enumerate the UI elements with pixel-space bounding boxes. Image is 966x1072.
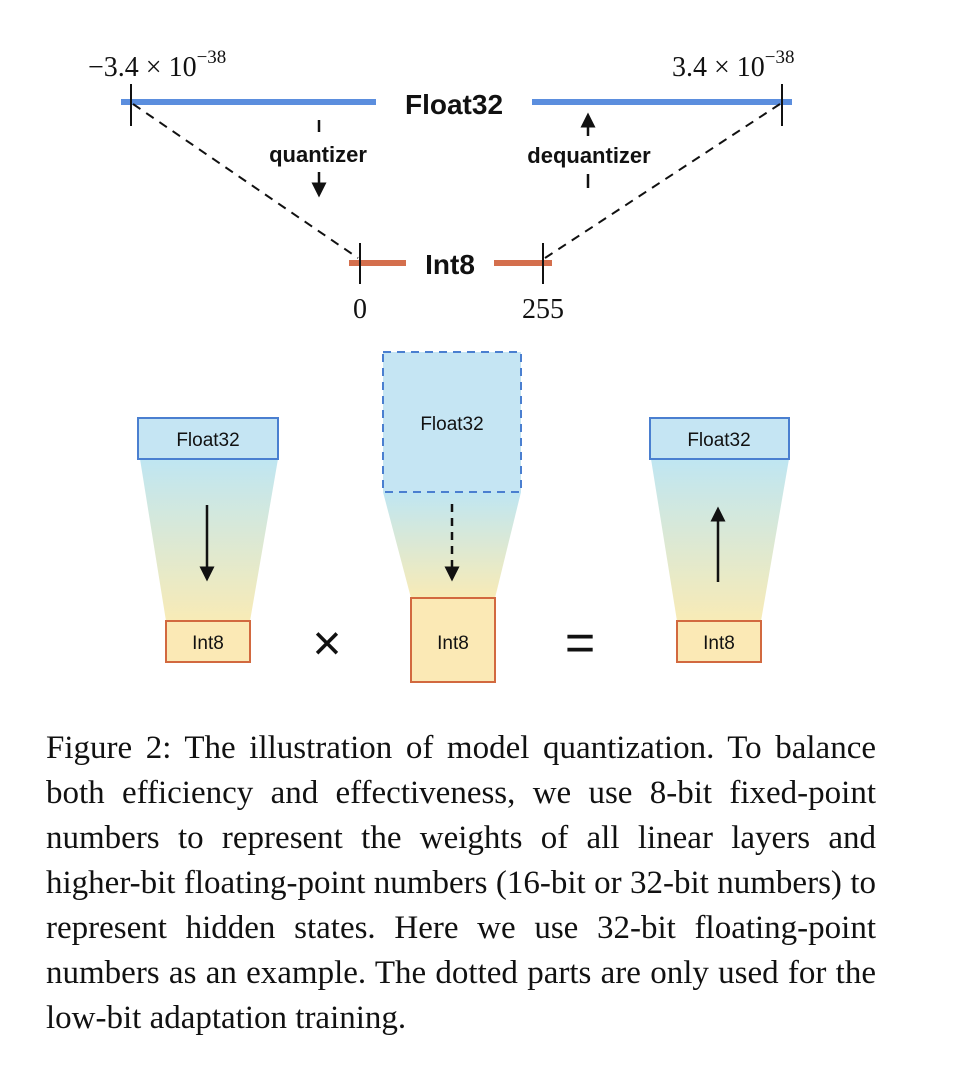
int8-title: Int8 [425,249,475,280]
equals-symbol: = [565,614,595,672]
right-float32-label: Float32 [687,430,750,451]
left-float32-label: Float32 [176,430,239,451]
times-symbol: × [312,615,341,671]
middle-float32-label: Float32 [420,414,483,435]
int8-max-label: 255 [522,294,564,325]
middle-int8-label: Int8 [437,633,469,654]
quantization-figure: −3.4 × 10−38 3.4 × 10−38 Float32 quantiz… [88,47,795,683]
middle-adaptation-block: Float32 Int8 [382,351,522,683]
left-quantize-block: Float32 Int8 [137,417,279,663]
right-int8-label: Int8 [703,633,735,654]
quantize-mapping-line [132,103,359,259]
middle-int8-box [410,597,496,683]
range-diagram: −3.4 × 10−38 3.4 × 10−38 Float32 quantiz… [88,47,795,325]
middle-funnel [383,492,521,598]
left-int8-label: Int8 [192,633,224,654]
quantizer-label: quantizer [269,142,367,167]
left-float32-box [137,417,279,460]
caption-label: Figure 2: [46,730,172,766]
right-float32-box [649,417,790,460]
caption-text: The illustration of model quantization. … [46,730,876,1036]
figure-caption: Figure 2: The illustration of model quan… [46,726,876,1041]
right-dequantize-block: Float32 Int8 [649,417,790,663]
float-max-label: 3.4 × 10−38 [672,47,795,83]
left-int8-box [165,620,251,663]
middle-float32-dashed-box [382,351,522,493]
matmul-diagram: Float32 Int8 × Float32 Int8 = Float32 In… [137,351,790,683]
dequantize-mapping-line [544,103,781,259]
float-min-label: −3.4 × 10−38 [88,47,226,83]
int8-min-label: 0 [353,294,367,325]
right-int8-box [676,620,762,663]
float32-title: Float32 [405,89,503,120]
dequantizer-label: dequantizer [527,143,651,168]
right-funnel [651,459,789,621]
left-funnel [140,459,278,621]
